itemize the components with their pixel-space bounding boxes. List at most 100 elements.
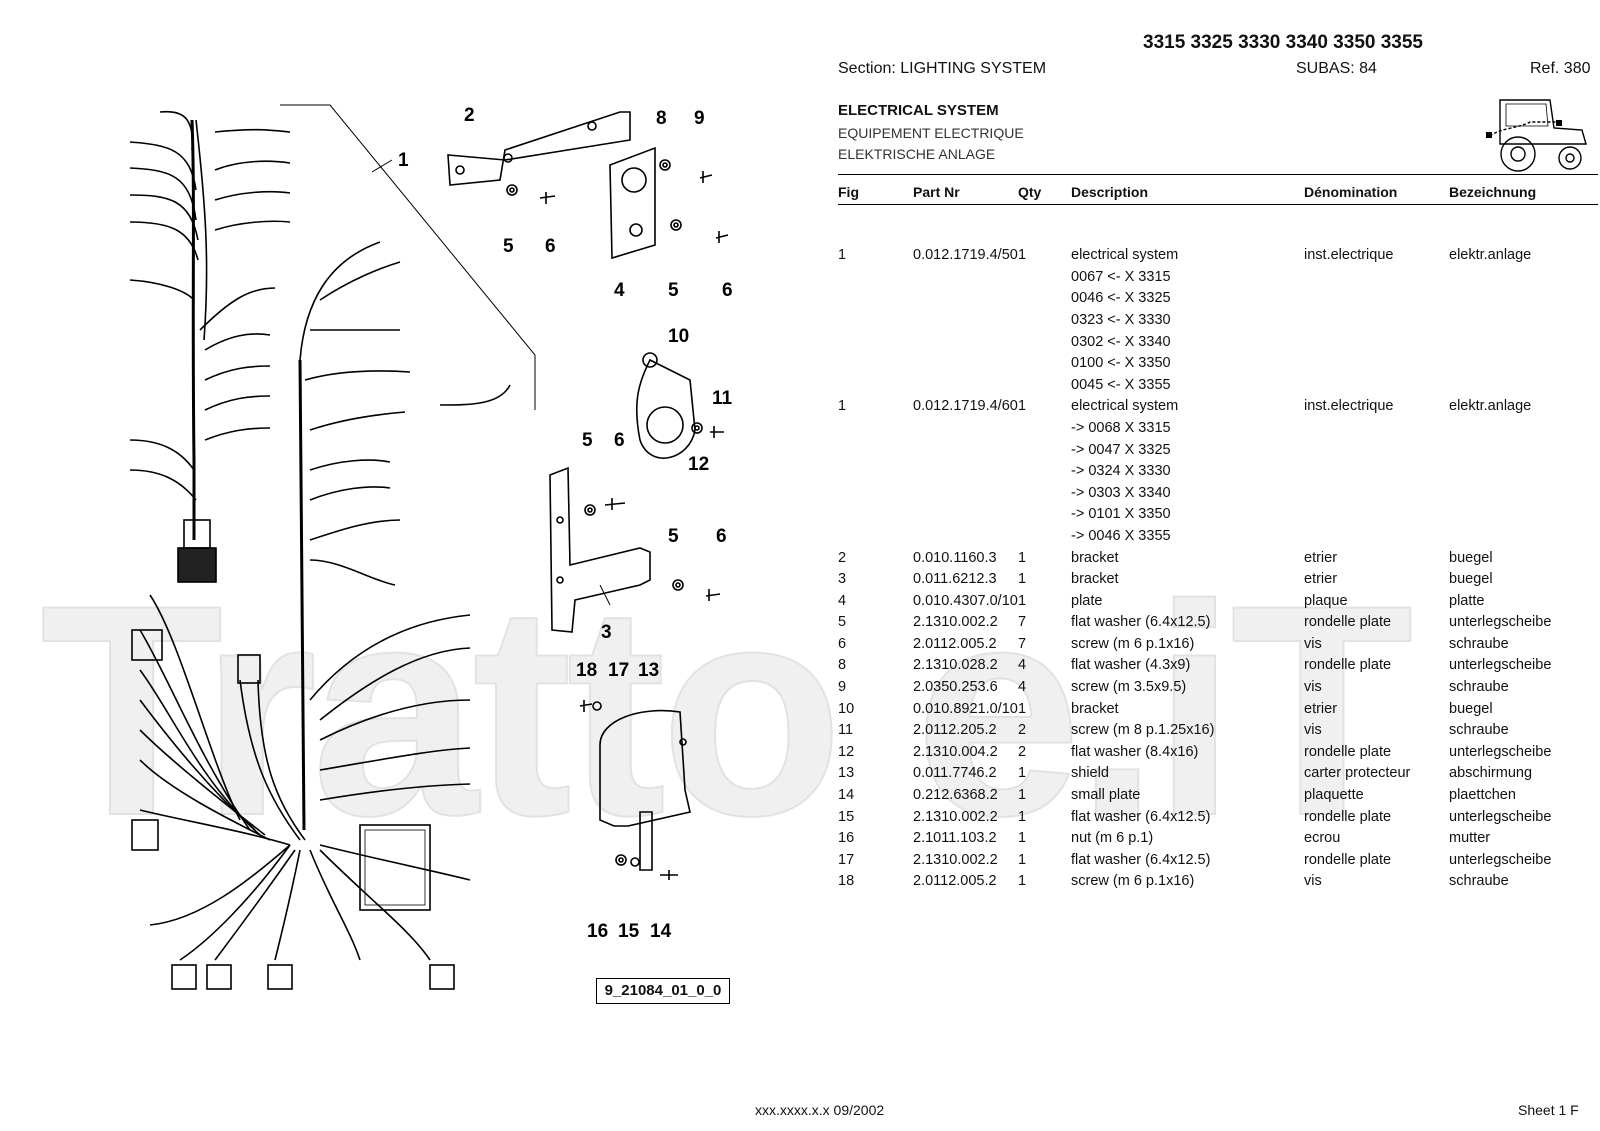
col-denomination: Dénomination bbox=[1304, 184, 1398, 200]
cell-qty: 4 bbox=[1018, 679, 1027, 696]
cell-fr bbox=[1304, 528, 1449, 550]
title-french: EQUIPEMENT ELECTRIQUE bbox=[838, 125, 1024, 141]
cell-qty: 2 bbox=[1018, 743, 1027, 760]
cell-de: platte bbox=[1449, 592, 1485, 609]
callout-5d: 5 bbox=[668, 526, 679, 547]
cell-qty bbox=[1018, 269, 1071, 291]
cell-fig: 11 bbox=[838, 722, 854, 739]
cell-part: 2.0112.005.2 bbox=[913, 635, 997, 652]
cell-qty bbox=[1018, 204, 1071, 226]
cell-fr bbox=[1304, 420, 1449, 442]
cell-part: 2.0112.205.2 bbox=[913, 722, 997, 739]
callout-18: 18 bbox=[576, 660, 597, 681]
cell-qty: 7 bbox=[1018, 635, 1027, 652]
table-row: 0046 <- X 3325 bbox=[838, 290, 1598, 312]
callout-14: 14 bbox=[650, 921, 672, 942]
cell-desc: electrical system bbox=[1071, 398, 1179, 415]
cell-de bbox=[1449, 485, 1598, 507]
cell-part: 0.010.4307.0/10 bbox=[913, 592, 1018, 609]
cell-fig bbox=[838, 290, 913, 312]
cell-desc: 0046 <- X 3325 bbox=[1071, 290, 1171, 307]
callout-16: 16 bbox=[587, 921, 608, 942]
cell-part: 0.011.6212.3 bbox=[913, 571, 997, 588]
cell-fig: 18 bbox=[838, 873, 855, 890]
cell-qty: 1 bbox=[1018, 398, 1027, 415]
cell-de: elektr.anlage bbox=[1449, 398, 1532, 415]
table-row: 0323 <- X 3330 bbox=[838, 312, 1598, 334]
cell-de: schraube bbox=[1449, 722, 1509, 739]
table-row: -> 0068 X 3315 bbox=[838, 420, 1598, 442]
cell-fig bbox=[838, 355, 913, 377]
cell-desc: screw (m 3.5x9.5) bbox=[1071, 679, 1187, 696]
cell-desc: 0067 <- X 3315 bbox=[1071, 268, 1171, 285]
cell-qty bbox=[1018, 463, 1071, 485]
cell-desc: bracket bbox=[1071, 549, 1119, 566]
col-bezeichnung: Bezeichnung bbox=[1449, 184, 1537, 200]
cell-de: buegel bbox=[1449, 549, 1493, 566]
cell-desc: flat washer (6.4x12.5) bbox=[1071, 808, 1211, 825]
cell-fr: rondelle plate bbox=[1304, 657, 1392, 674]
cell-desc: plate bbox=[1071, 592, 1103, 609]
cell-qty bbox=[1018, 355, 1071, 377]
callout-6c: 6 bbox=[614, 430, 625, 451]
cell-part bbox=[913, 334, 1018, 356]
cell-desc: -> 0303 X 3340 bbox=[1071, 484, 1171, 501]
cell-desc: flat washer (6.4x12.5) bbox=[1071, 851, 1211, 868]
cell-part: 2.1310.002.2 bbox=[913, 808, 998, 825]
cell-qty: 1 bbox=[1018, 549, 1027, 566]
subas-label: SUBAS: 84 bbox=[1296, 60, 1377, 77]
cell-de: schraube bbox=[1449, 635, 1509, 652]
table-row: -> 0101 X 3350 bbox=[838, 506, 1598, 528]
column-header-rule bbox=[838, 204, 1598, 205]
cell-de bbox=[1449, 528, 1598, 550]
cell-qty: 1 bbox=[1018, 765, 1027, 782]
cell-part bbox=[913, 290, 1018, 312]
cell-fig: 4 bbox=[838, 592, 847, 609]
cell-fr bbox=[1304, 312, 1449, 334]
cell-qty bbox=[1018, 528, 1071, 550]
table-row: -> 0324 X 3330 bbox=[838, 463, 1598, 485]
cell-de bbox=[1449, 290, 1598, 312]
cell-qty: 1 bbox=[1018, 787, 1027, 804]
cell-de: unterlegscheibe bbox=[1449, 851, 1552, 868]
cell-part: 2.1310.004.2 bbox=[913, 743, 998, 760]
cell-fr: vis bbox=[1304, 873, 1322, 890]
cell-part: 2.1310.002.2 bbox=[913, 851, 998, 868]
cell-fig bbox=[838, 420, 913, 442]
cell-qty bbox=[1018, 442, 1071, 464]
cell-part: 0.010.8921.0/10 bbox=[913, 700, 1018, 717]
cell-part bbox=[913, 463, 1018, 485]
table-row: 0045 <- X 3355 bbox=[838, 377, 1598, 399]
footer-sheet: Sheet 1 F bbox=[1518, 1102, 1579, 1118]
footer-code-date: xxx.xxxx.x.x 09/2002 bbox=[755, 1102, 885, 1118]
cell-desc: -> 0047 X 3325 bbox=[1071, 441, 1171, 458]
cell-qty bbox=[1018, 290, 1071, 312]
cell-fr: vis bbox=[1304, 635, 1322, 652]
callout-3: 3 bbox=[601, 622, 612, 643]
callout-6b: 6 bbox=[722, 280, 733, 301]
cell-de: mutter bbox=[1449, 830, 1491, 847]
col-description: Description bbox=[1071, 184, 1149, 200]
cell-desc: flat washer (6.4x12.5) bbox=[1071, 614, 1211, 631]
cell-fig bbox=[838, 377, 913, 399]
cell-fig: 1 bbox=[838, 398, 847, 415]
cell-de bbox=[1449, 506, 1598, 528]
cell-fig: 5 bbox=[838, 614, 847, 631]
callout-5c: 5 bbox=[582, 430, 593, 451]
cell-fig: 15 bbox=[838, 808, 855, 825]
cell-de bbox=[1449, 442, 1598, 464]
cell-fr: etrier bbox=[1304, 571, 1338, 588]
cell-fr bbox=[1304, 290, 1449, 312]
cell-qty bbox=[1018, 420, 1071, 442]
cell-part: 0.012.1719.4/60 bbox=[913, 398, 1018, 415]
cell-fig bbox=[838, 334, 913, 356]
cell-qty bbox=[1018, 377, 1071, 399]
cell-qty: 1 bbox=[1018, 571, 1027, 588]
cell-fig: 1 bbox=[838, 247, 847, 264]
